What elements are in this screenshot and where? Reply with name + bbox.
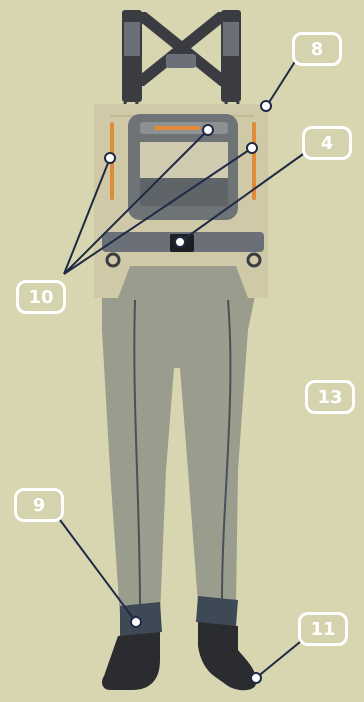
callout-4: 4 bbox=[302, 126, 352, 160]
front-pocket bbox=[128, 114, 238, 220]
callout-11: 11 bbox=[298, 612, 348, 646]
callout-9: 9 bbox=[14, 488, 64, 522]
callout-8: 8 bbox=[292, 32, 342, 66]
suspender-straps bbox=[122, 10, 241, 110]
callout-10: 10 bbox=[16, 280, 66, 314]
wader-legs bbox=[102, 262, 262, 616]
callout-13: 13 bbox=[305, 380, 355, 414]
